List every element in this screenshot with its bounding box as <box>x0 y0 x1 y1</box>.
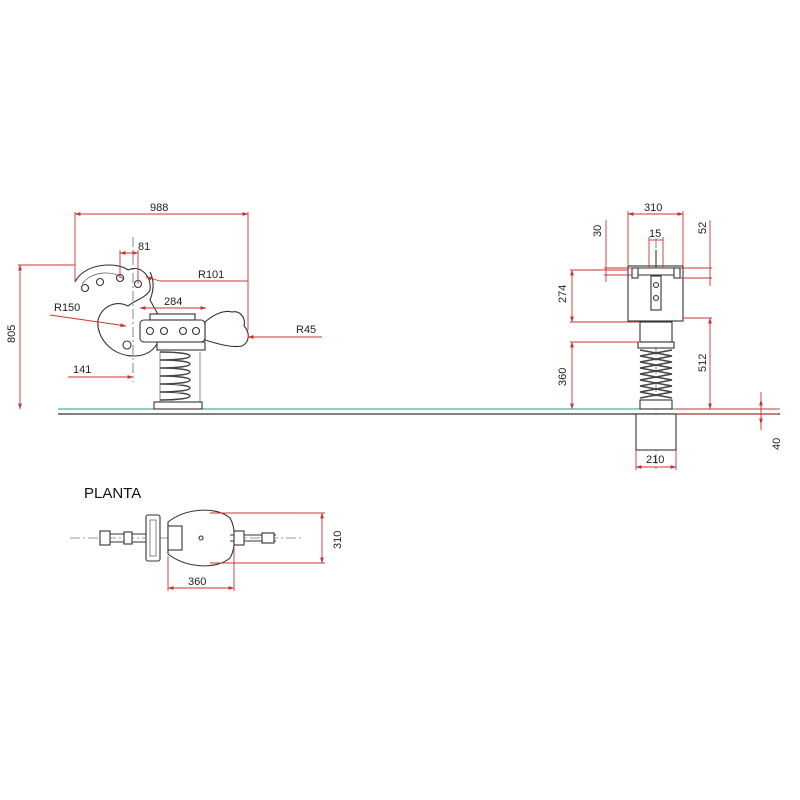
spring-side <box>153 341 206 410</box>
dim-plan-width: 310 <box>332 531 344 549</box>
dim-spring-height: 360 <box>557 368 569 386</box>
front-view: 310 15 30 52 274 360 512 210 40 <box>557 202 783 470</box>
spring-front <box>637 341 675 410</box>
ground-line <box>58 408 780 415</box>
dim-head-radius: R101 <box>198 269 224 281</box>
dim-nose-offset: 141 <box>73 364 91 376</box>
dim-tail-radius: R45 <box>296 324 316 336</box>
dim-plan-spring-offset: 360 <box>188 576 206 588</box>
dim-handle-bar-thickness: 30 <box>592 225 604 237</box>
dim-rod-diameter: 15 <box>649 228 661 240</box>
dim-base-depth: 40 <box>771 438 783 450</box>
front-base <box>635 413 677 451</box>
dim-overall-length: 988 <box>150 202 168 214</box>
rocker-tail <box>204 310 249 348</box>
dim-body-height: 274 <box>557 285 569 303</box>
dim-head-hole-spacing: 81 <box>138 241 150 253</box>
dim-head-curve-radius: R150 <box>54 302 80 314</box>
dim-handle-top-offset: 52 <box>697 222 709 234</box>
dim-base-width: 210 <box>646 454 664 466</box>
rocker-seat <box>139 319 206 343</box>
plan-title: PLANTA <box>84 485 141 502</box>
dim-overall-height: 805 <box>6 325 18 343</box>
dim-seat-width: 284 <box>164 296 182 308</box>
dim-seat-height: 512 <box>697 354 709 372</box>
side-view: 988 81 R101 284 R150 R45 805 141 <box>6 202 322 410</box>
dim-handle-width: 310 <box>644 202 662 214</box>
plan-view: PLANTA 310 360 <box>70 485 344 591</box>
